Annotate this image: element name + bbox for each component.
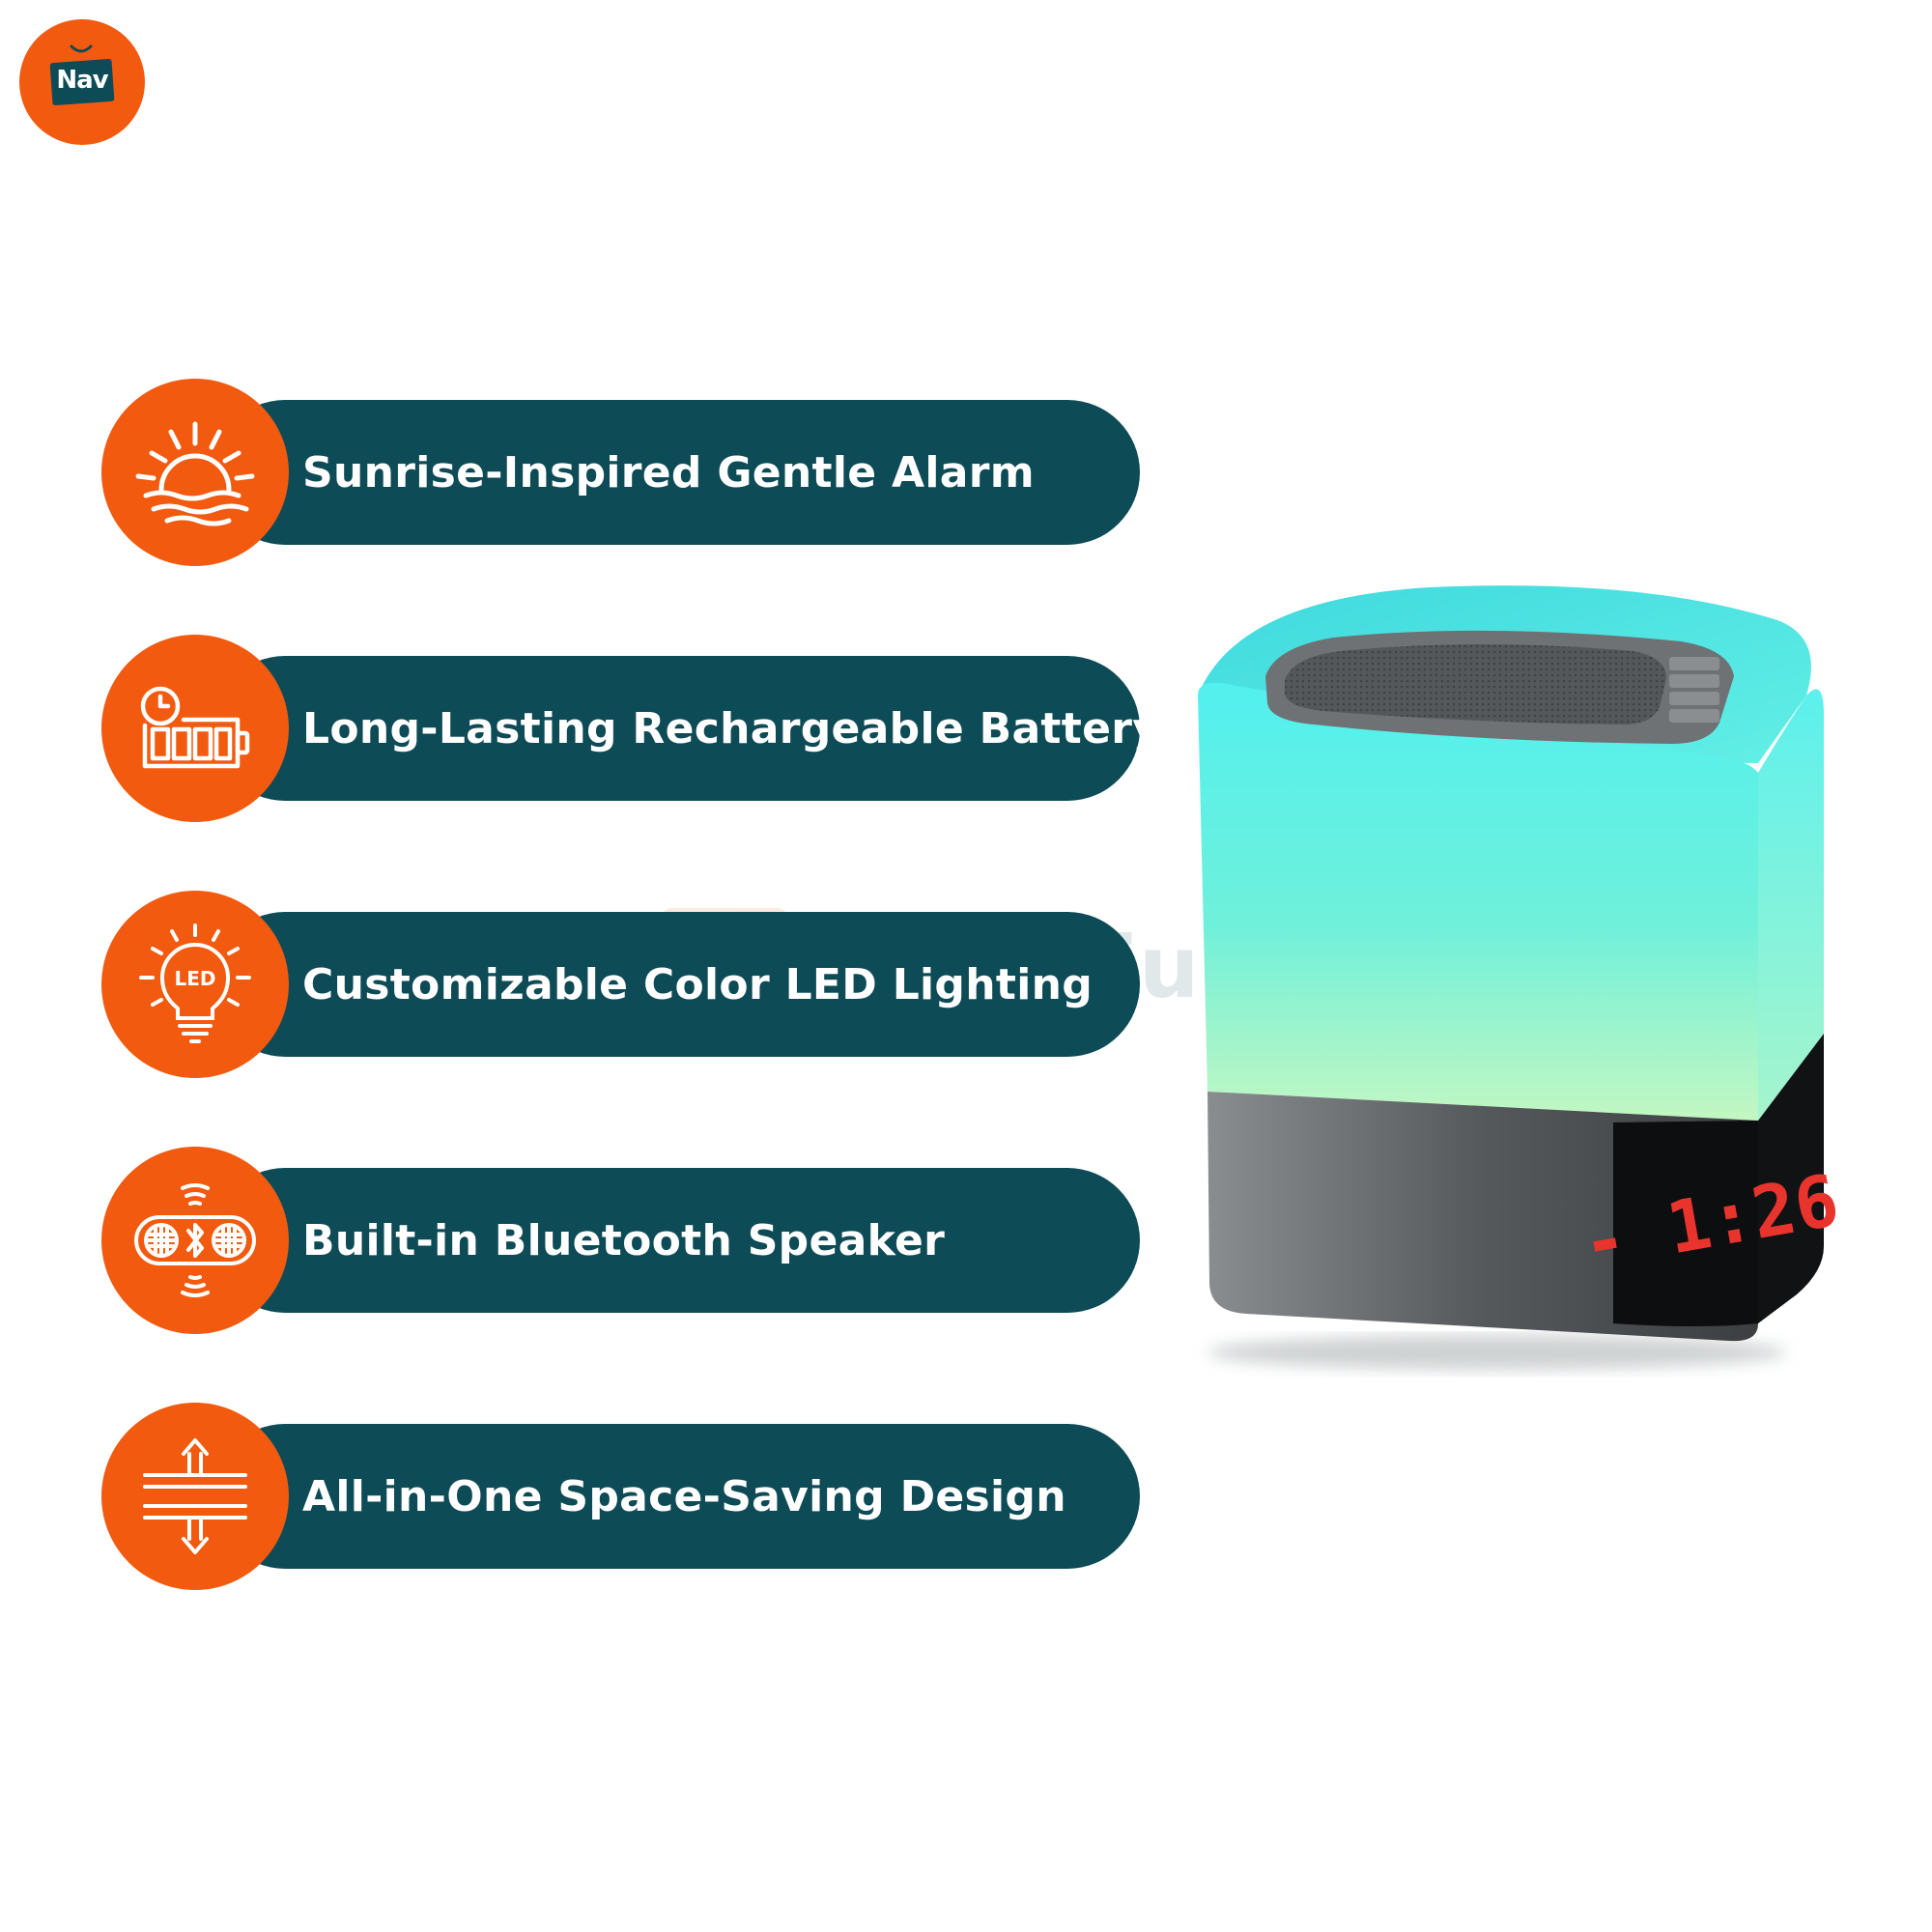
feature-label: All-in-One Space-Saving Design: [302, 1471, 1066, 1521]
battery-clock-icon: [140, 686, 250, 769]
feature-bluetooth-speaker: Built-in Bluetooth Speaker: [101, 1147, 1140, 1334]
logo-text: Nav: [56, 66, 108, 95]
feature-pill: [213, 1168, 1140, 1313]
feature-label: Customizable Color LED Lighting: [302, 959, 1093, 1009]
logo-swoosh-icon: [70, 44, 93, 53]
feature-label: Sunrise-Inspired Gentle Alarm: [302, 447, 1035, 497]
feature-pill: [213, 1424, 1140, 1569]
feature-rechargeable-battery: Long-Lasting Rechargeable Battery: [101, 635, 1160, 822]
feature-space-saving-design: All-in-One Space-Saving Design: [101, 1403, 1140, 1590]
cube-lamp-speaker-image: - 1:26: [1198, 585, 1845, 1370]
feature-led-lighting: LED Customizable Color LED Lighting: [101, 891, 1140, 1078]
feature-badge: LED: [101, 891, 289, 1078]
feature-badge: [101, 1147, 289, 1334]
brand-logo[interactable]: Nav: [19, 19, 145, 145]
feature-label: Built-in Bluetooth Speaker: [302, 1215, 946, 1265]
led-bulb-icon: LED: [139, 923, 251, 1043]
feature-pill: [213, 912, 1140, 1057]
feature-badge: [101, 635, 289, 822]
sunrise-icon: [135, 421, 255, 526]
compact-design-icon: [143, 1438, 247, 1554]
svg-text:LED: LED: [174, 967, 215, 990]
feature-label: Long-Lasting Rechargeable Battery: [302, 703, 1161, 753]
feature-sunrise-alarm: Sunrise-Inspired Gentle Alarm: [101, 379, 1140, 566]
feature-pill: [213, 400, 1140, 545]
feature-pill: [213, 656, 1140, 801]
feature-badge: [101, 379, 289, 566]
bluetooth-speaker-icon: [134, 1183, 256, 1297]
product-image: - 1:26: [1179, 580, 1845, 1381]
feature-badge: [101, 1403, 289, 1590]
